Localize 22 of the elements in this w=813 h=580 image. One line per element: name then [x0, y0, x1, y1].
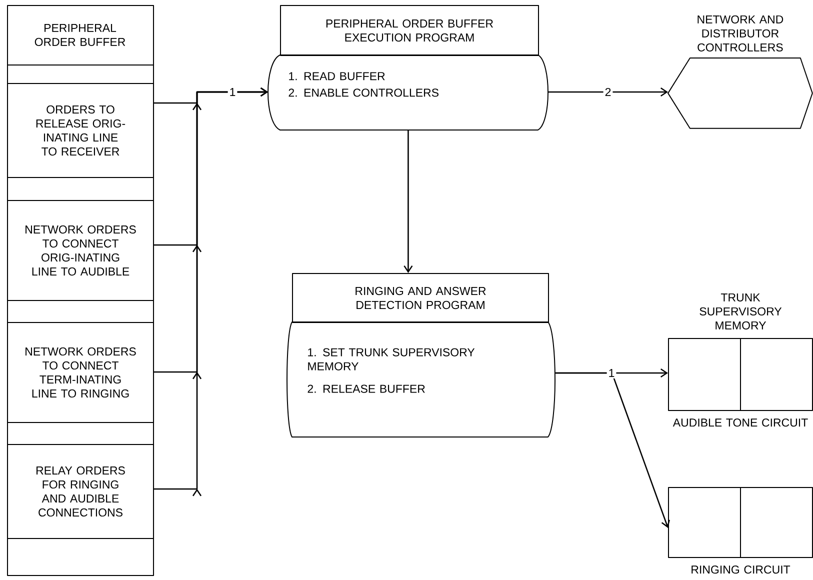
box-heading: TRUNK SUPERVISORY MEMORY [700, 293, 782, 330]
list-item: 2. RELEASE BUFFER [308, 384, 425, 393]
arrow [154, 87, 268, 496]
column-heading: PERIPHERAL ORDER BUFFER [34, 24, 126, 46]
arrow [548, 87, 668, 97]
edge-label: 1 [228, 86, 238, 98]
order-cell: NETWORK ORDERS TO CONNECT TERM-INATING LINE TO RINGING [7, 322, 154, 423]
arrow [555, 372, 670, 528]
box-caption: AUDIBLE TONE CIRCUIT [672, 418, 808, 427]
list-item: 2. ENABLE CONTROLLERS [288, 88, 438, 97]
arrow [404, 130, 413, 273]
shape-heading: NETWORK AND DISTRIBUTOR CONTROLLERS [698, 15, 784, 52]
list-item: 1. SET TRUNK SUPERVISORY MEMORY [308, 348, 475, 370]
order-cell: NETWORK ORDERS TO CONNECT ORIG-INATING LINE TO AUDIBLE [7, 200, 154, 301]
order-cell: RELAY ORDERS FOR RINGING AND AUDIBLE CONNECTIONS [7, 444, 154, 539]
program-header-box: PERIPHERAL ORDER BUFFER EXECUTION PROGRAM [280, 5, 539, 56]
program-header-box: RINGING AND ANSWER DETECTION PROGRAM [292, 273, 549, 323]
order-cell: ORDERS TO RELEASE ORIG-INATING LINE TO RECEIVER [7, 83, 154, 178]
edge-label: 1 [606, 368, 616, 378]
list-item: 1. READ BUFFER [289, 72, 385, 80]
edge-label: 2 [603, 86, 613, 98]
box-caption: RINGING CIRCUIT [692, 566, 790, 574]
